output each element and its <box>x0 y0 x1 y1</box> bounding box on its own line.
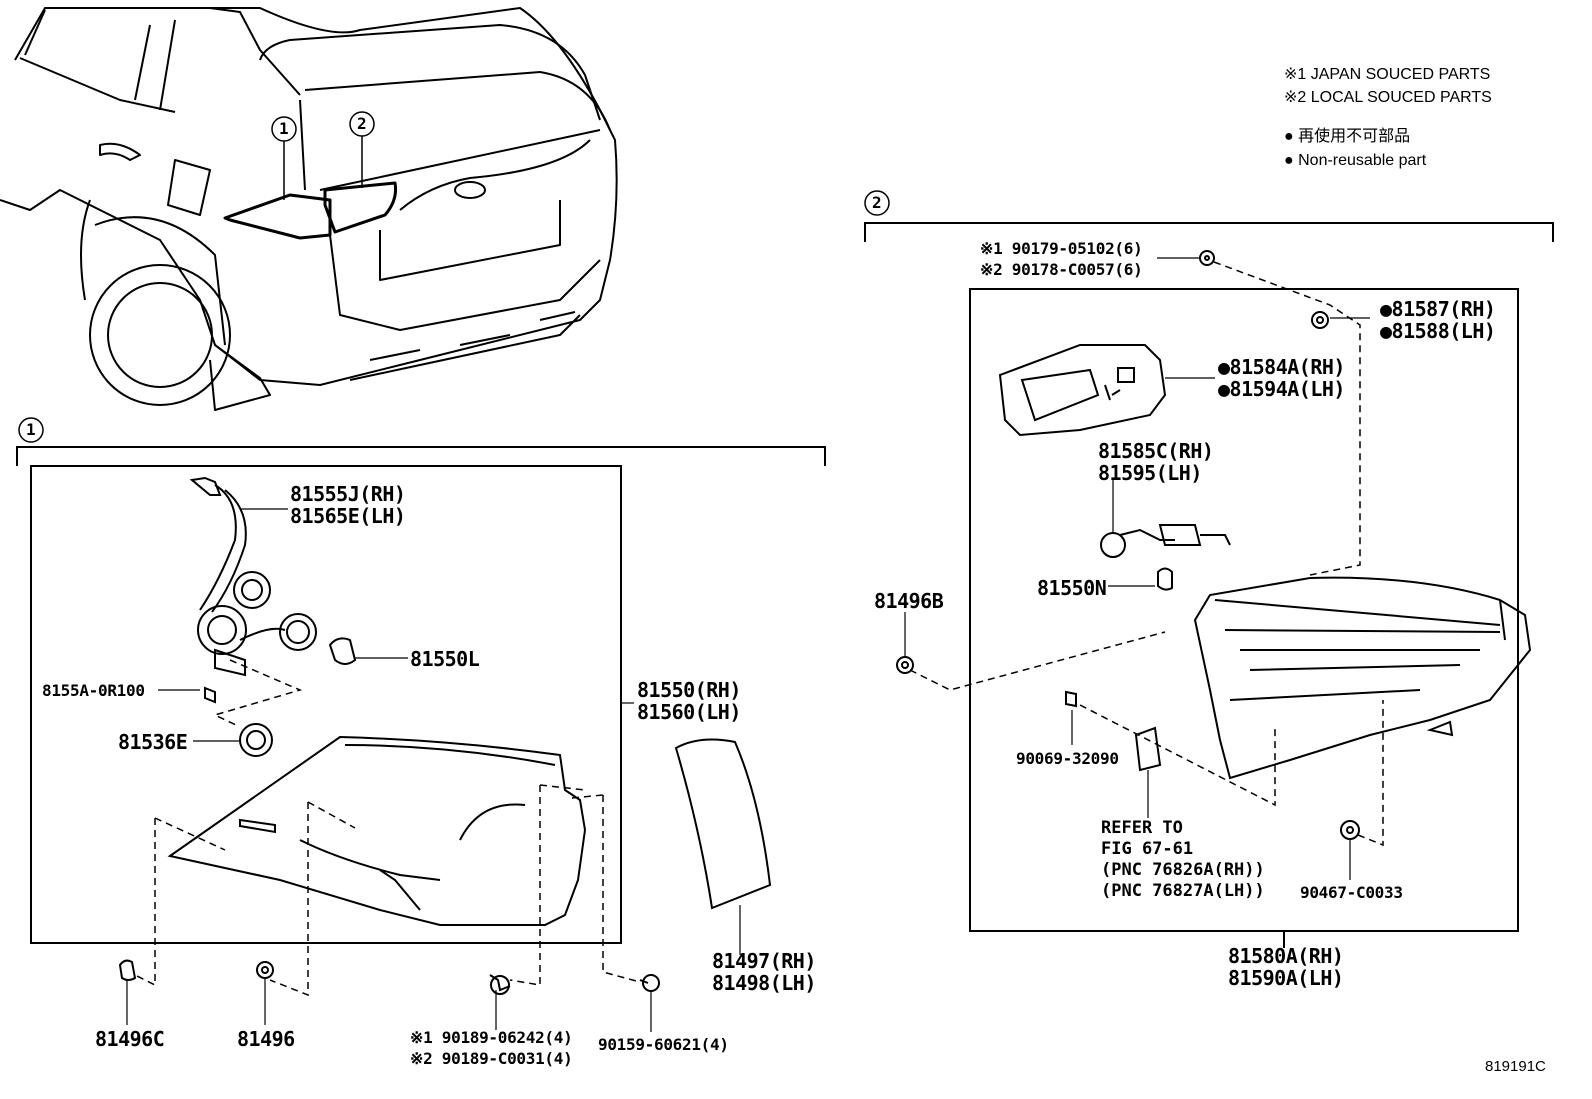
part-81497: 81497(RH)81498(LH) <box>712 949 816 995</box>
part-90069: 90069-32090 <box>1016 749 1119 768</box>
part-81584a: ●81584A(RH)●81594A(LH) <box>1218 355 1345 401</box>
section-frames <box>16 222 1554 948</box>
part-81550l: 81550L <box>410 647 480 671</box>
part-81496: 81496 <box>237 1027 295 1051</box>
callout-2-section: 2 <box>872 193 882 212</box>
part-81550: 81550(RH)81560(LH) <box>637 678 741 724</box>
group1-leaders <box>126 508 741 1032</box>
figure-id: 819191C <box>1485 1058 1546 1075</box>
group2-leaders <box>904 257 1370 880</box>
part-8155a: 8155A-0R100 <box>42 681 145 700</box>
callout-1-section: 1 <box>26 420 36 439</box>
vehicle-rear-view <box>0 7 618 411</box>
group1-dashed-lines <box>134 659 641 997</box>
part-81550n: 81550N <box>1037 576 1107 600</box>
part-81585c: 81585C(RH)81595(LH) <box>1098 439 1214 485</box>
legend-japan-sourced: ※1 JAPAN SOUCED PARTS <box>1284 66 1491 83</box>
legend-nonreusable-en: ● Non-reusable part <box>1284 152 1427 169</box>
part-81587: ●81587(RH)●81588(LH) <box>1380 297 1496 343</box>
legend-nonreusable-jp: ● 再使用不可部品 <box>1284 128 1411 145</box>
part-90467: 90467-C0033 <box>1300 883 1403 902</box>
part-81580a: 81580A(RH)81590A(LH) <box>1228 944 1344 990</box>
legend-local-sourced: ※2 LOCAL SOUCED PARTS <box>1284 89 1492 106</box>
part-81496c: 81496C <box>95 1027 165 1051</box>
part-81555j: 81555J(RH)81565E(LH) <box>290 482 406 528</box>
part-90179: ※1 90179-05102(6)※2 90178-C0057(6) <box>980 239 1143 279</box>
callout-1-car: 1 <box>279 119 289 138</box>
group2-parts <box>896 250 1532 840</box>
callout-leaders <box>18 111 890 443</box>
part-90159: 90159-60621(4) <box>598 1035 729 1054</box>
part-81496b: 81496B <box>874 589 944 613</box>
callout-2-car: 2 <box>357 114 367 133</box>
part-81536e: 81536E <box>118 730 188 754</box>
group2-dashed-lines <box>909 261 1384 847</box>
part-90189: ※1 90189-06242(4)※2 90189-C0031(4) <box>410 1028 573 1068</box>
group1-parts <box>118 476 772 995</box>
